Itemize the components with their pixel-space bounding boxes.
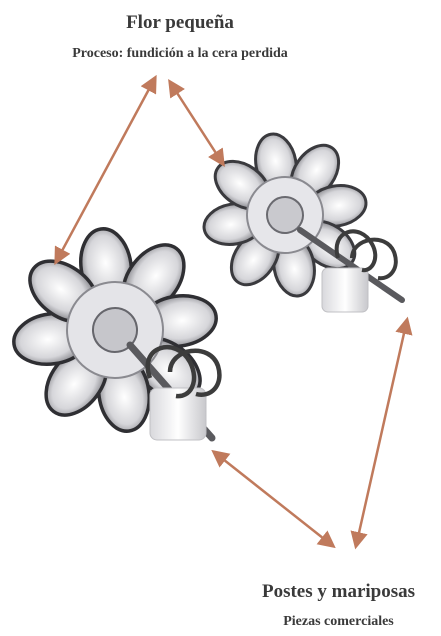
- arrow-flower-right: [170, 82, 223, 164]
- arrow-back-right: [356, 320, 407, 546]
- backs-title: Postes y mariposas: [236, 581, 441, 603]
- backs-subtitle: Piezas comerciales: [236, 614, 441, 630]
- arrow-back-left: [214, 452, 333, 546]
